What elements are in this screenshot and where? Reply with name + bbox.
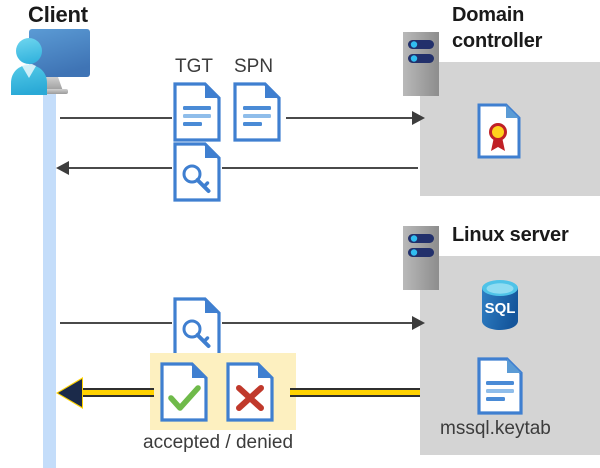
flow-line-request-left <box>60 117 172 119</box>
verdict-arrow-left-segment <box>78 388 154 397</box>
arrowhead-to-client-ticket <box>56 161 69 175</box>
flow-line-auth-left <box>60 322 172 324</box>
keytab-filename-label: mssql.keytab <box>440 418 551 439</box>
flow-line-auth-right <box>222 322 414 324</box>
certificate-document-icon <box>477 103 521 159</box>
linux-server-title: Linux server <box>452 224 569 246</box>
text-document-icon-keytab <box>477 357 523 415</box>
sql-database-label: SQL <box>485 300 516 317</box>
client-title: Client <box>28 2 88 27</box>
flow-line-ticket-left <box>66 167 172 169</box>
text-document-icon-tgt <box>173 82 221 142</box>
sql-database-icon: SQL <box>474 277 526 333</box>
flow-line-ticket-right <box>222 167 418 169</box>
verdict-arrowhead <box>58 379 82 407</box>
client-workstation-icon <box>8 25 98 103</box>
spn-label: SPN <box>234 56 274 77</box>
cross-document-icon-denied <box>226 362 274 422</box>
domain-controller-title: Domain controller <box>452 4 543 52</box>
server-rack-icon-linux <box>403 226 439 290</box>
arrowhead-to-linux-server <box>412 316 425 330</box>
tgt-label: TGT <box>175 56 213 77</box>
verdict-label: accepted / denied <box>143 432 294 453</box>
arrowhead-to-domain-controller <box>412 111 425 125</box>
client-lifeline <box>43 60 56 468</box>
key-document-icon-ticket-2 <box>173 297 221 357</box>
key-document-icon-ticket-1 <box>173 142 221 202</box>
verdict-arrow-right-segment <box>290 388 420 397</box>
check-document-icon-accepted <box>160 362 208 422</box>
server-rack-icon-domain-controller <box>403 32 439 96</box>
text-document-icon-spn <box>233 82 281 142</box>
flow-line-request-right <box>286 117 414 119</box>
